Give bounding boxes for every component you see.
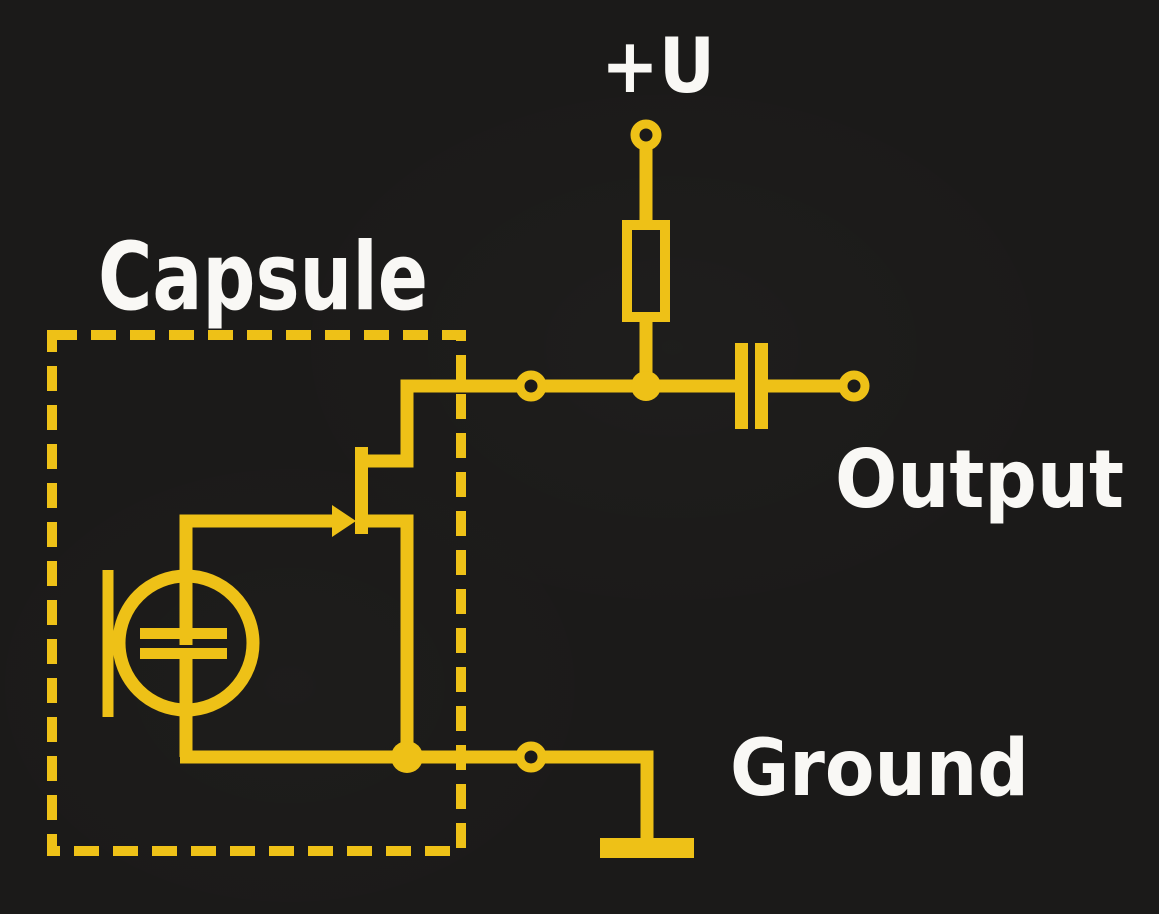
jfet-drain-wire (360, 379, 736, 468)
jfet-source-wire (360, 514, 414, 757)
coupling-capacitor-plate-left (735, 343, 748, 429)
capsule-output-terminal-icon (515, 370, 547, 402)
ground-symbol-bar-icon (600, 838, 694, 858)
capsule-plate-top (140, 628, 227, 639)
jfet-channel-bar (355, 447, 368, 534)
supply-terminal-icon (630, 119, 662, 151)
coupling-capacitor-plate-right (755, 343, 768, 429)
jfet-gate-wire (179, 514, 340, 645)
load-resistor (622, 220, 670, 322)
ground-label: Ground (730, 724, 1029, 814)
capsule-label: Capsule (98, 223, 428, 332)
source-junction-dot (391, 741, 423, 773)
supply-label: +U (601, 21, 715, 110)
output-terminal-icon (838, 370, 870, 402)
output-label: Output (835, 433, 1124, 526)
drain-junction-dot (631, 371, 661, 401)
ground-wire (180, 750, 654, 845)
jfet-gate-arrow-icon (332, 505, 356, 537)
ground-terminal-icon (515, 741, 547, 773)
capsule-boundary-box (47, 330, 466, 856)
capsule-plate-bottom (140, 648, 227, 659)
